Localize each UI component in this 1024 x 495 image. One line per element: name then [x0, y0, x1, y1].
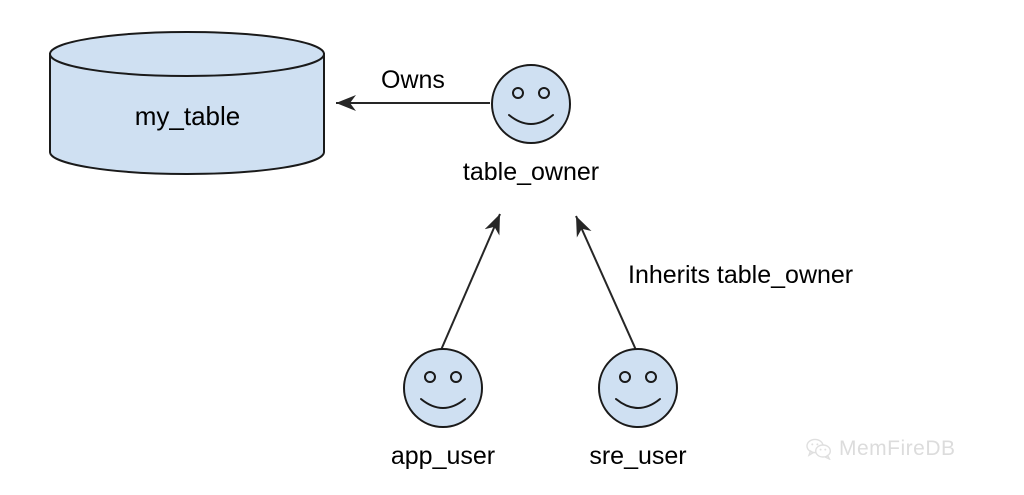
edge-app-user-inherits [440, 213, 501, 351]
edge-sre-user-line [575, 215, 637, 351]
wechat-icon [806, 438, 832, 460]
actor-smile [615, 398, 661, 409]
actor-head [491, 64, 571, 144]
actor-eye-left [424, 371, 436, 383]
actor-eye-right [538, 87, 550, 99]
edge-label-inherits-table-owner: Inherits table_owner [628, 261, 854, 289]
node-label-sre-user: sre_user [589, 442, 687, 470]
watermark: MemFireDB [806, 437, 956, 461]
node-app-user[interactable] [403, 348, 483, 428]
edge-sre-user-inherits [575, 215, 637, 351]
actor-head [403, 348, 483, 428]
actor-smile [420, 398, 466, 409]
node-table-owner[interactable] [491, 64, 571, 144]
actor-eye-left [512, 87, 524, 99]
actor-smile [508, 114, 554, 125]
node-label-table-owner: table_owner [462, 158, 600, 186]
node-sre-user[interactable] [598, 348, 678, 428]
node-my-table[interactable] [49, 31, 325, 175]
actor-eye-left [619, 371, 631, 383]
node-label-my-table: my_table [134, 101, 241, 131]
actor-eye-right [450, 371, 462, 383]
watermark-text: MemFireDB [839, 437, 956, 460]
edge-app-user-line [440, 213, 501, 351]
cylinder-top [49, 31, 325, 77]
cylinder-body [49, 53, 325, 175]
node-label-app-user: app_user [390, 442, 496, 470]
actor-eye-right [645, 371, 657, 383]
actor-head [598, 348, 678, 428]
edge-label-owns: Owns [381, 66, 445, 94]
